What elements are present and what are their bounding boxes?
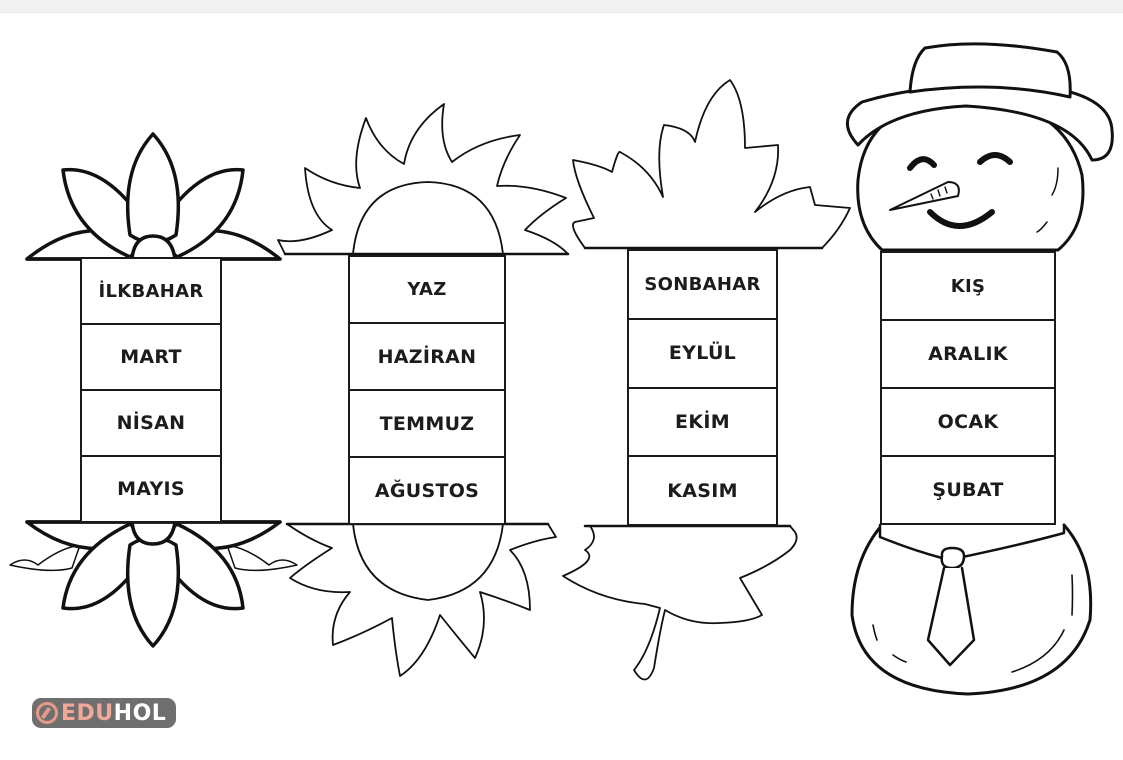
- snowman-icon: [846, 42, 1114, 696]
- month-cell: MART: [82, 325, 220, 391]
- logo-text-edu: EDU: [61, 700, 114, 726]
- sun-icon: [277, 103, 570, 256]
- season-column-spring: İLKBAHAR MART NİSAN MAYIS: [80, 257, 222, 523]
- season-title: İLKBAHAR: [82, 259, 220, 325]
- season-title: SONBAHAR: [629, 251, 776, 320]
- month-cell: EYLÜL: [629, 320, 776, 389]
- month-cell: KASIM: [667, 479, 738, 502]
- month-cell: NİSAN: [82, 391, 220, 457]
- top-bar: [0, 0, 1123, 13]
- sun-icon: [285, 522, 557, 677]
- month-cell: EKİM: [629, 389, 776, 458]
- eduhol-logo: EDU HOL: [32, 698, 176, 728]
- month-cell: MAYIS: [117, 478, 185, 500]
- month-cell: AĞUSTOS: [374, 479, 480, 502]
- flower-icon: [25, 132, 282, 261]
- month-cell: HAZİRAN: [350, 324, 504, 391]
- season-column-summer: YAZ HAZİRAN TEMMUZ AĞUSTOS: [348, 255, 506, 525]
- month-cell: TEMMUZ: [350, 391, 504, 458]
- season-column-autumn: SONBAHAR EYLÜL EKİM KASIM: [627, 249, 778, 526]
- season-column-winter: KIŞ ARALIK OCAK ŞUBAT: [880, 251, 1056, 525]
- logo-text-hol: HOL: [113, 700, 167, 726]
- leaf-icon: [562, 524, 798, 681]
- season-title: YAZ: [350, 257, 504, 324]
- flower-icon: [9, 520, 298, 648]
- month-cell: ARALIK: [882, 321, 1054, 389]
- leaf-icon: [572, 79, 851, 250]
- season-title: KIŞ: [882, 253, 1054, 321]
- logo-mark-icon: [36, 702, 58, 724]
- month-cell: OCAK: [882, 389, 1054, 457]
- month-cell: ŞUBAT: [932, 479, 1004, 501]
